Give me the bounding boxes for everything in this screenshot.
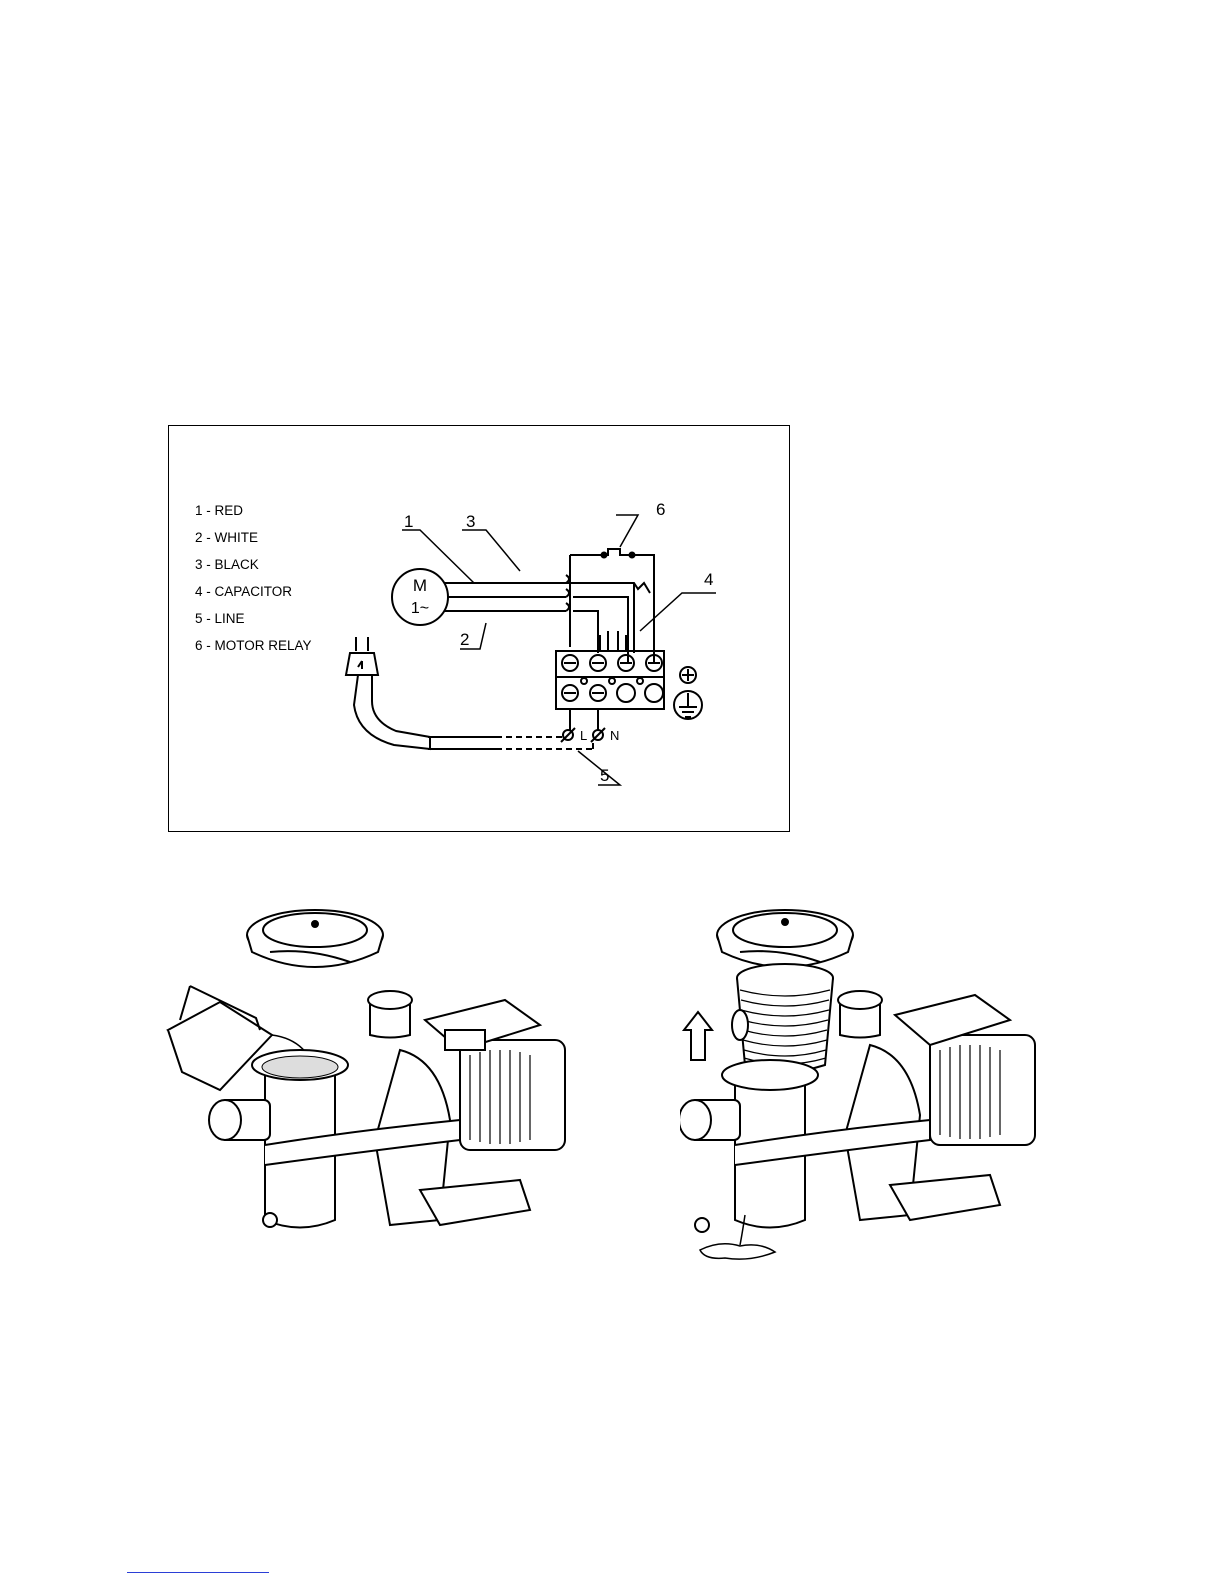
callout-6: 6 (656, 500, 665, 519)
capacitor-symbol (600, 631, 626, 651)
earth-screw-icon (680, 667, 696, 683)
wire-red (444, 583, 650, 593)
terminal-l-label: L (580, 728, 587, 743)
callout-3: 3 (466, 512, 475, 531)
callout-4: 4 (704, 570, 713, 589)
strainer-lid (717, 910, 853, 967)
strainer-lid (247, 910, 383, 967)
line-cable-solid (428, 737, 496, 749)
callout-2: 2 (460, 630, 469, 649)
motor-relay-wire (570, 549, 654, 663)
relay-contact-left (602, 553, 607, 558)
line-cable-dashed (496, 737, 593, 749)
wire-crossovers (566, 575, 569, 611)
wire-white (448, 597, 628, 663)
mains-plug (346, 637, 430, 749)
pump-body (209, 991, 565, 1228)
ground-icon (674, 691, 702, 719)
wiring-schematic: M 1~ L N (168, 425, 790, 832)
footer-link-underline (127, 1572, 269, 1573)
up-arrow-icon (684, 1012, 712, 1060)
strainer-basket (732, 964, 833, 1072)
callout-1: 1 (404, 512, 413, 531)
terminal-screws-bottom (562, 678, 663, 702)
callout-5: 5 (600, 766, 609, 785)
drain-plug (695, 1218, 709, 1232)
terminal-l-symbol (561, 728, 575, 742)
relay-contact-right (630, 553, 635, 558)
water-jug (168, 986, 272, 1090)
pump-priming-illustration (160, 890, 580, 1260)
motor-phase: 1~ (411, 600, 429, 617)
terminal-n-symbol (591, 728, 605, 742)
pump-basket-removal-illustration (680, 890, 1100, 1280)
terminal-n-label: N (610, 728, 619, 743)
terminal-screws-top (562, 655, 662, 671)
motor-letter: M (413, 576, 427, 595)
